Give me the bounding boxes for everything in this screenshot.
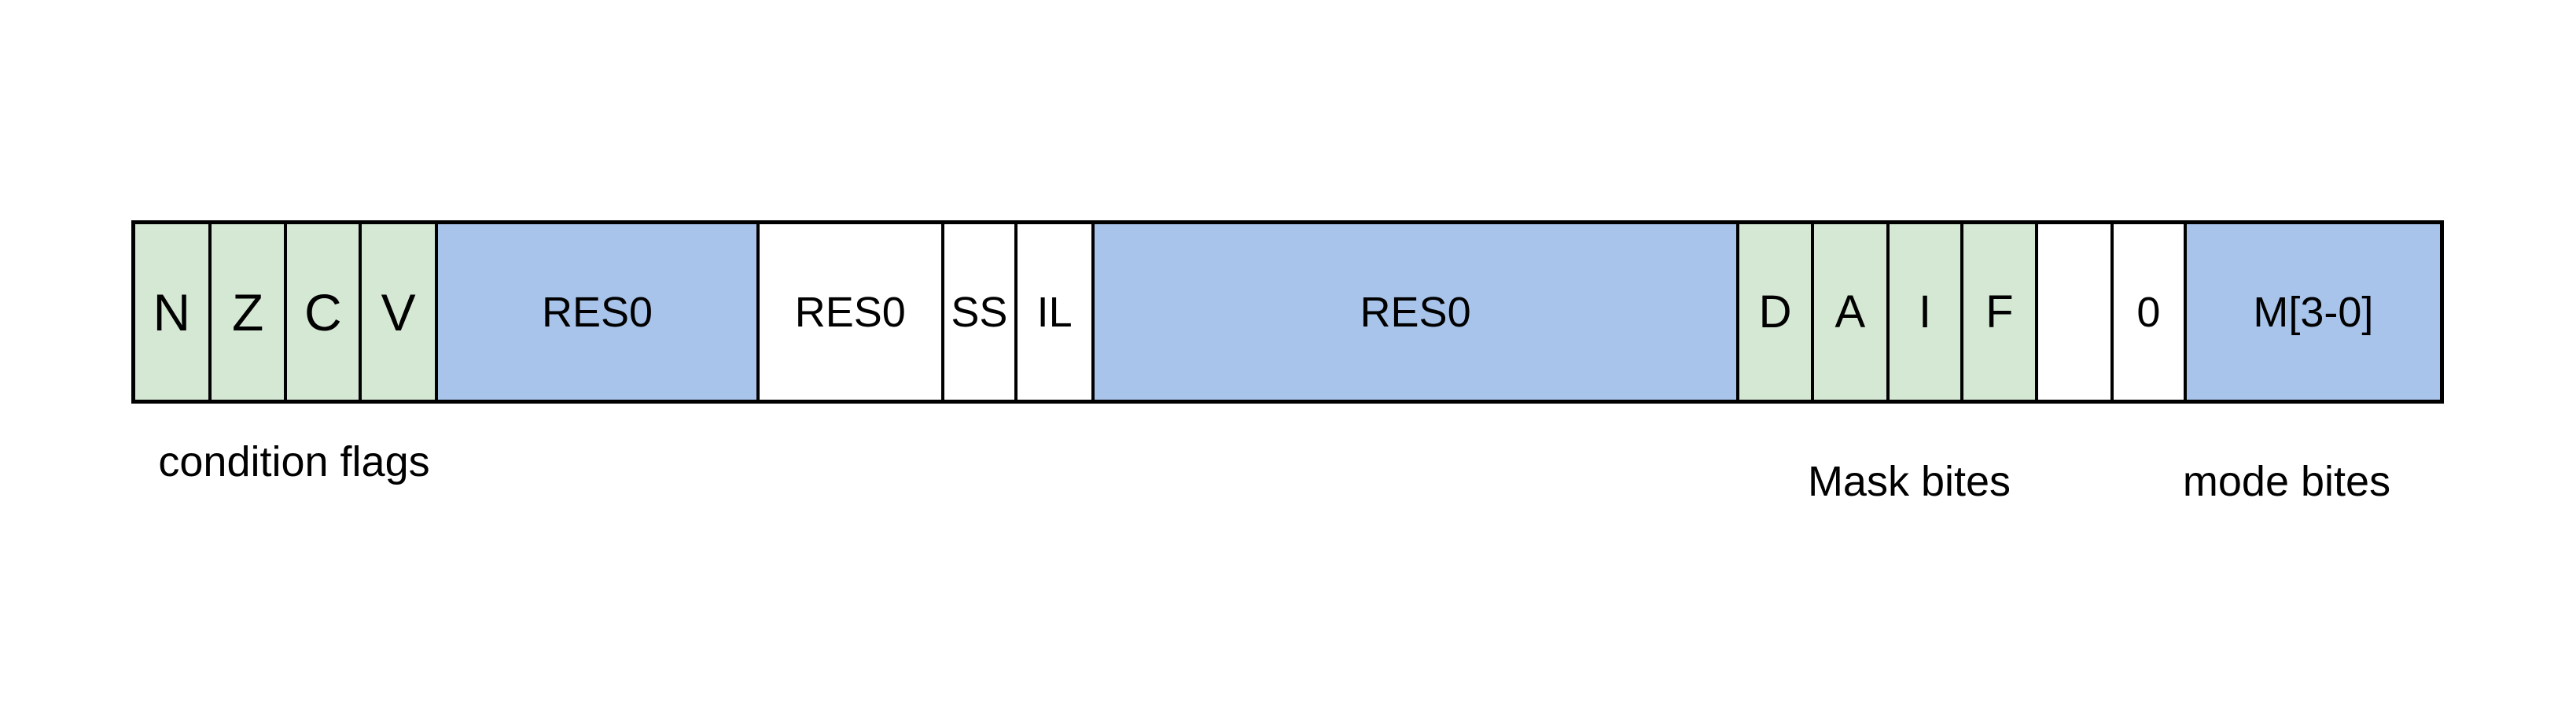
register-cell-empty-13 — [2038, 224, 2114, 400]
register-cell-ss-6: SS — [944, 224, 1018, 400]
register-cell-i-11: I — [1889, 224, 1964, 400]
register-cell-a-10: A — [1813, 224, 1890, 400]
register-cell-d-9: D — [1739, 224, 1814, 400]
register-cell-res0-5: RES0 — [760, 224, 944, 400]
register-cell-m-3-0-15: M[3-0] — [2186, 224, 2440, 400]
register-cell-f-12: F — [1963, 224, 2039, 400]
register-cell-res0-4: RES0 — [437, 224, 760, 400]
register-cell-z-1: Z — [211, 224, 288, 400]
register-cell-c-2: C — [287, 224, 362, 400]
register-cell-res0-8: RES0 — [1095, 224, 1740, 400]
caption-condition-flags: condition flags — [158, 438, 430, 485]
register-cell-il-7: IL — [1018, 224, 1095, 400]
register-cell-n-0: N — [135, 224, 212, 400]
caption-mode-bites: mode bites — [2182, 458, 2391, 505]
caption-mask-bites: Mask bites — [1807, 458, 2011, 505]
register-cell-0-14: 0 — [2114, 224, 2187, 400]
register-cell-v-3: V — [362, 224, 438, 400]
